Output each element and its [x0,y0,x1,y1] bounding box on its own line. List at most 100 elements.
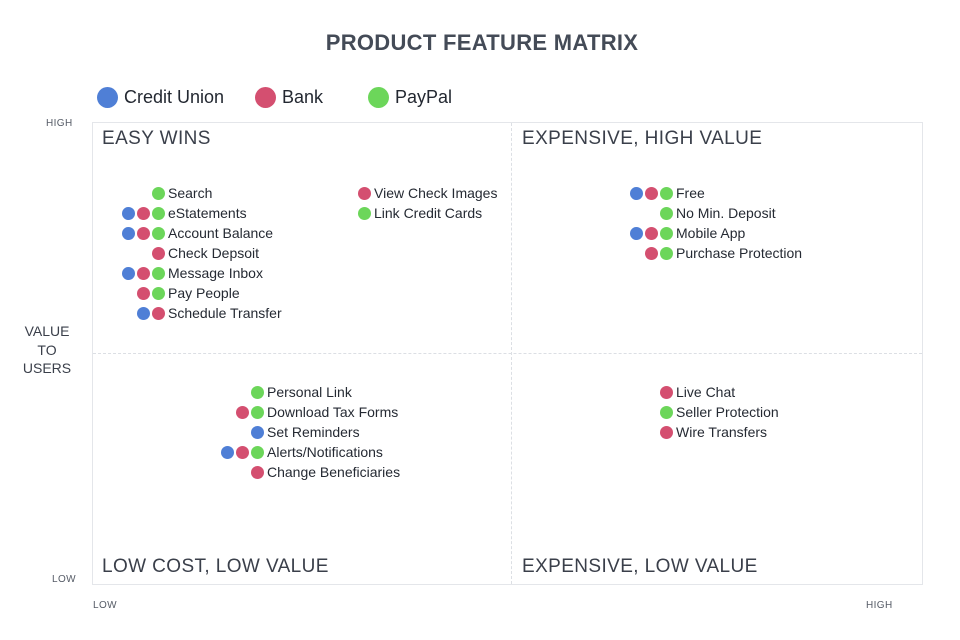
feature-label: Mobile App [676,225,746,241]
feature-label: Wire Transfers [676,424,768,440]
feature-label: Seller Protection [676,404,779,420]
bank-dot [137,267,150,280]
feature-label: Message Inbox [168,265,263,281]
paypal-dot [660,406,673,419]
provider-dots [234,406,264,420]
bank-dot [645,187,658,200]
provider-dots [135,307,165,321]
provider-dots [628,187,673,201]
provider-dots [356,207,371,221]
feature-label: Free [676,185,705,201]
legend-label-bank: Bank [282,86,324,107]
legend-item-bank: Bank [255,86,323,108]
provider-dots [120,227,165,241]
bank-dot [660,386,673,399]
paypal-dot [358,207,371,220]
feature-label: Schedule Transfer [168,305,282,321]
bank-dot [137,227,150,240]
feature-label: Account Balance [168,225,274,241]
bank-dot [236,446,249,459]
paypal-dot [368,86,389,108]
paypal-dot [152,267,165,280]
quadrant-label-low-cost-low-value: LOW COST, LOW VALUE [102,556,329,577]
credit-union-dot [137,307,150,320]
credit-union-dot [122,227,135,240]
feature-label: No Min. Deposit [676,205,776,221]
provider-dots [628,227,673,241]
credit-union-dot [630,187,643,200]
credit-union-dot [251,426,264,439]
paypal-dot [251,446,264,459]
credit-union-dot [221,446,234,459]
paypal-dot [152,287,165,300]
provider-dots [135,287,165,301]
bank-dot [152,307,165,320]
provider-dots [249,426,264,440]
provider-dots [120,207,165,221]
paypal-dot [660,207,673,220]
provider-dots [120,267,165,281]
provider-dots [658,406,673,420]
quadrant-label-expensive-low-value: EXPENSIVE, LOW VALUE [522,556,758,577]
y-axis-low-label: LOW [52,574,76,585]
y-axis-high-label: HIGH [46,118,73,129]
feature-label: View Check Images [374,185,498,201]
paypal-dot [152,187,165,200]
bank-dot [251,466,264,479]
paypal-dot [660,247,673,260]
provider-dots [658,386,673,400]
feature-label: eStatements [168,205,247,221]
matrix-plot-area [92,122,923,585]
bank-dot [660,426,673,439]
feature-label: Search [168,185,213,201]
feature-label: Live Chat [676,384,736,400]
paypal-dot [152,207,165,220]
y-axis-title-line: VALUE [24,323,70,339]
credit-union-dot [122,267,135,280]
provider-dots [356,187,371,201]
credit-union-dot [97,86,118,108]
provider-dots [658,207,673,221]
x-axis-high-label: HIGH [866,600,893,611]
bank-dot [645,227,658,240]
feature-label: Check Depsoit [168,245,260,261]
paypal-dot [251,386,264,399]
feature-label: Link Credit Cards [374,205,483,221]
y-axis-title-line: TO [37,341,57,358]
x-axis-low-label: LOW [93,600,117,611]
provider-dots [658,426,673,440]
paypal-dot [152,227,165,240]
credit-union-dot [630,227,643,240]
provider-dots [249,466,264,480]
y-axis-title: VALUE TO USERS [16,322,78,378]
paypal-dot [660,187,673,200]
legend-label-paypal: PayPal [395,86,453,107]
y-axis-title-line: USERS [22,360,72,376]
provider-dots [219,446,264,460]
feature-label: Personal Link [267,384,352,400]
provider-dots [249,386,264,400]
legend-item-credit-union: Credit Union [97,86,224,108]
bank-dot [152,247,165,260]
bank-dot [137,207,150,220]
feature-label: Pay People [168,285,240,301]
legend-item-paypal: PayPal [368,86,452,108]
feature-label: Purchase Protection [676,245,803,261]
provider-dots [150,247,165,261]
bank-dot [137,287,150,300]
feature-label: Set Reminders [267,424,360,440]
credit-union-dot [122,207,135,220]
feature-label: Download Tax Forms [267,404,399,420]
bank-dot [358,187,371,200]
provider-dots [643,247,673,261]
paypal-dot [660,227,673,240]
feature-label: Change Beneficiaries [267,464,401,480]
legend-label-credit-union: Credit Union [124,86,225,107]
horizontal-divider [93,353,922,354]
quadrant-label-easy-wins: EASY WINS [102,128,211,149]
paypal-dot [251,406,264,419]
bank-dot [255,86,276,108]
provider-dots [150,187,165,201]
quadrant-label-expensive-high-value: EXPENSIVE, HIGH VALUE [522,128,763,149]
feature-label: Alerts/Notifications [267,444,383,460]
